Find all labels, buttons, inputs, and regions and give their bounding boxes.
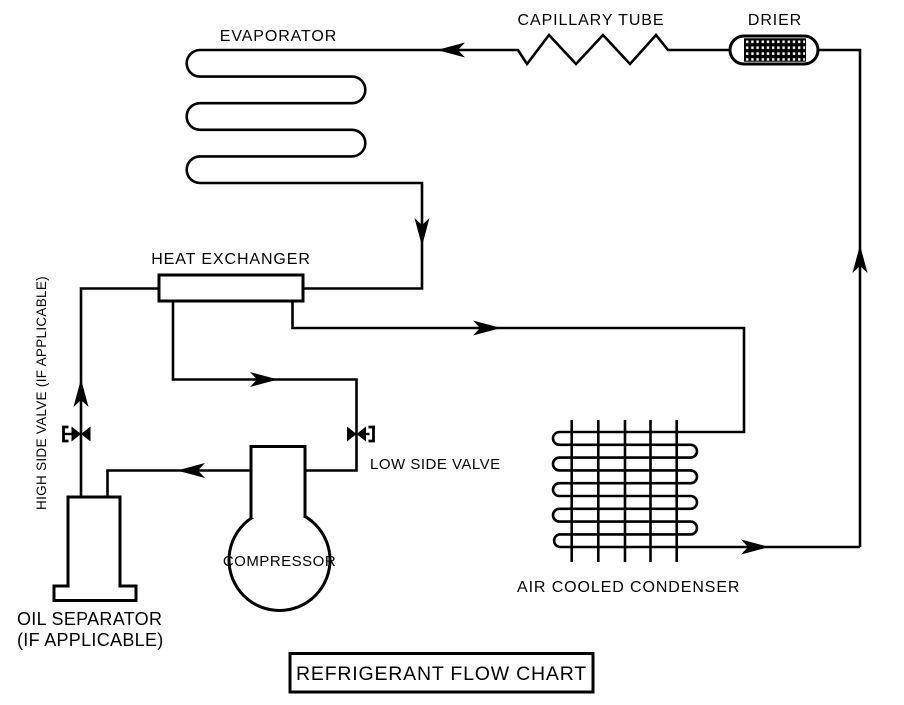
pipe-capillary-and-evaporator-coil <box>185 32 730 290</box>
oil-separator-label-line2: (IF APPLICABLE) <box>17 630 164 650</box>
oil-separator-symbol <box>52 495 138 602</box>
low-side-valve-symbol <box>347 425 375 443</box>
heat-exchanger-label: HEAT EXCHANGER <box>151 251 311 268</box>
high-side-valve-symbol <box>62 425 91 443</box>
evaporator-label: EVAPORATOR <box>220 28 337 45</box>
high-side-valve-bowtie <box>71 426 91 442</box>
pipe-heat-exchanger-to-condenser-coil <box>291 301 860 549</box>
drier-symbol <box>728 34 820 66</box>
low-side-valve-label: LOW SIDE VALVE <box>370 456 501 473</box>
diagram-title: REFRIGERANT FLOW CHART <box>296 663 587 685</box>
compressor-neck <box>249 445 307 518</box>
high-side-valve-label: HIGH SIDE VALVE (IF APPLICABLE) <box>34 276 49 510</box>
pipe-compressor-to-oil-separator <box>106 469 251 497</box>
air-cooled-condenser-label: AIR COOLED CONDENSER <box>517 579 740 596</box>
pipe-condenser-to-drier-riser <box>818 48 862 547</box>
low-side-valve-bowtie <box>347 426 366 442</box>
high-side-valve-port-bracket <box>62 425 69 443</box>
low-side-valve-port-bracket <box>368 425 375 443</box>
heat-exchanger-box <box>157 273 305 303</box>
condenser-fins <box>570 420 679 562</box>
pipe-heat-exchanger-to-compressor-suction <box>171 301 358 472</box>
oil-separator-label-line1: OIL SEPARATOR <box>17 609 162 629</box>
title-box <box>288 652 595 694</box>
pipe-oil-separator-to-heat-exchanger <box>79 287 159 497</box>
drier-desiccant-hatch <box>744 38 806 62</box>
capillary-tube-label: CAPILLARY TUBE <box>518 12 665 29</box>
compressor-label: COMPRESSOR <box>223 553 336 570</box>
compressor-symbol <box>227 445 332 612</box>
drier-label: DRIER <box>748 12 802 29</box>
title-block: REFRIGERANT FLOW CHART <box>288 652 595 694</box>
